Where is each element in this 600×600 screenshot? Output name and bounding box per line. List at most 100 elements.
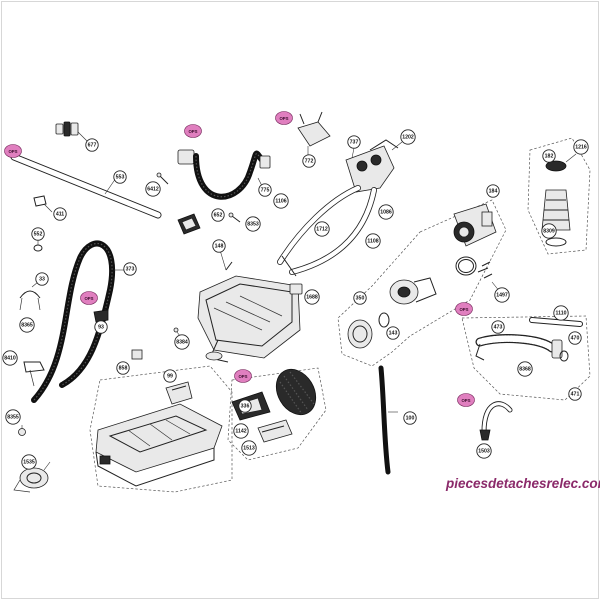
part-bellows-1142 — [275, 368, 317, 416]
part-tube-1110 — [529, 317, 583, 327]
part-white-hoses — [277, 185, 377, 277]
part-label-circle — [378, 204, 394, 220]
part-screw-8353 — [228, 212, 241, 223]
part-label-circle — [541, 223, 557, 239]
part-label-circle — [258, 183, 272, 197]
part-label-circle — [163, 369, 177, 383]
part-bracket-652 — [177, 213, 201, 235]
part-label-circle — [238, 399, 252, 413]
part-label-1142: 1142 — [233, 423, 249, 439]
part-label-8353: 8353 — [245, 216, 261, 232]
part-label-text: 8309 — [543, 228, 555, 234]
part-label-1108: 1108 — [365, 233, 381, 249]
part-label-circle — [53, 207, 67, 221]
part-label-circle — [113, 170, 127, 184]
part-label-circle — [400, 129, 416, 145]
part-label-93: 93 — [94, 320, 108, 334]
group-outline-drawer-parts — [227, 367, 327, 461]
part-label-text: 1108 — [367, 238, 378, 244]
ops-badge-text: OPS — [279, 116, 288, 121]
part-filter-350 — [347, 319, 373, 349]
part-label-text: 552 — [34, 231, 43, 237]
part-label-circle — [304, 289, 320, 305]
part-label-text: 8355 — [7, 414, 19, 420]
ops-badge-text: OPS — [84, 296, 93, 301]
part-label-circle — [568, 387, 582, 401]
part-label-8309: 8309 — [541, 223, 557, 239]
part-label-text: 1712 — [316, 226, 328, 232]
part-label-1110: 1110 — [553, 305, 569, 321]
part-seal-8309 — [541, 153, 577, 247]
ops-badge: OPS — [80, 291, 98, 305]
ops-badge-shape — [80, 291, 98, 305]
part-label-143: 143 — [386, 326, 400, 340]
part-label-circle — [123, 262, 137, 276]
part-label-circle — [314, 221, 330, 237]
part-label-100: 100 — [403, 411, 417, 425]
part-label-circle — [245, 216, 261, 232]
part-label-text: 373 — [126, 266, 135, 272]
part-unit-772 — [297, 111, 331, 156]
ops-badge: OPS — [457, 393, 475, 407]
part-label-circle — [347, 135, 361, 149]
part-label-182: 182 — [542, 149, 556, 163]
part-valve-1202 — [345, 139, 403, 193]
ops-badge-text: OPS — [8, 149, 17, 154]
part-label-text: 772 — [305, 158, 314, 164]
part-label-text: 775 — [261, 187, 270, 193]
part-label-text: 1497 — [496, 292, 508, 298]
part-label-470: 470 — [568, 331, 582, 345]
part-label-text: 8365 — [21, 322, 33, 328]
part-label-circle — [35, 272, 49, 286]
part-label-8355: 8355 — [5, 409, 21, 425]
group-outline-pump — [337, 199, 507, 367]
part-label-text: 143 — [389, 330, 398, 336]
part-label-circle — [116, 361, 130, 375]
part-label-8384: 8384 — [174, 334, 190, 350]
part-label-350: 350 — [353, 291, 367, 305]
part-label-text: 737 — [350, 139, 359, 145]
part-hook-1503 — [479, 401, 513, 441]
part-label-circle — [491, 320, 505, 334]
part-label-text: 677 — [88, 142, 97, 148]
part-label-circle — [542, 149, 556, 163]
ops-badge: OPS — [234, 369, 252, 383]
part-screw-8384 — [173, 327, 181, 337]
part-label-552: 552 — [31, 227, 45, 241]
part-label-text: 184 — [489, 188, 498, 194]
part-label-circle — [568, 331, 582, 345]
part-label-1513: 1513 — [241, 440, 257, 456]
part-hose-100 — [378, 365, 398, 475]
part-clip-411 — [33, 195, 53, 213]
part-label-text: 100 — [406, 415, 415, 421]
part-label-text: 8384 — [176, 339, 188, 345]
part-screws-1497 — [477, 261, 501, 293]
part-label-text: 336 — [241, 403, 250, 409]
part-clip-93 — [93, 309, 109, 323]
ops-badge-text: OPS — [188, 129, 197, 134]
part-label-text: 182 — [545, 153, 554, 159]
part-cap-99 — [165, 381, 193, 405]
part-label-411: 411 — [53, 207, 67, 221]
part-label-1535: 1535 — [21, 454, 37, 470]
part-label-circle — [553, 305, 569, 321]
part-label-circle — [476, 443, 492, 459]
part-label-text: 1202 — [402, 134, 414, 140]
part-clamp-470 — [559, 350, 569, 362]
part-label-text: 1110 — [556, 310, 567, 316]
ops-badge-shape — [184, 124, 202, 138]
part-label-circle — [212, 239, 226, 253]
part-label-text: 93 — [98, 324, 104, 330]
part-ring-143 — [378, 312, 390, 328]
ops-badge-shape — [234, 369, 252, 383]
part-fittings-677 — [55, 121, 89, 143]
part-pump-housing — [389, 277, 437, 305]
part-piece-1688 — [289, 283, 303, 295]
part-label-text: 8410 — [4, 355, 16, 361]
group-outline-drain-hose — [461, 315, 591, 401]
part-label-circle — [19, 317, 35, 333]
part-label-text: 1142 — [235, 428, 246, 434]
ops-badge-shape — [457, 393, 475, 407]
ops-badge-shape — [4, 144, 22, 158]
ops-badge: OPS — [184, 124, 202, 138]
